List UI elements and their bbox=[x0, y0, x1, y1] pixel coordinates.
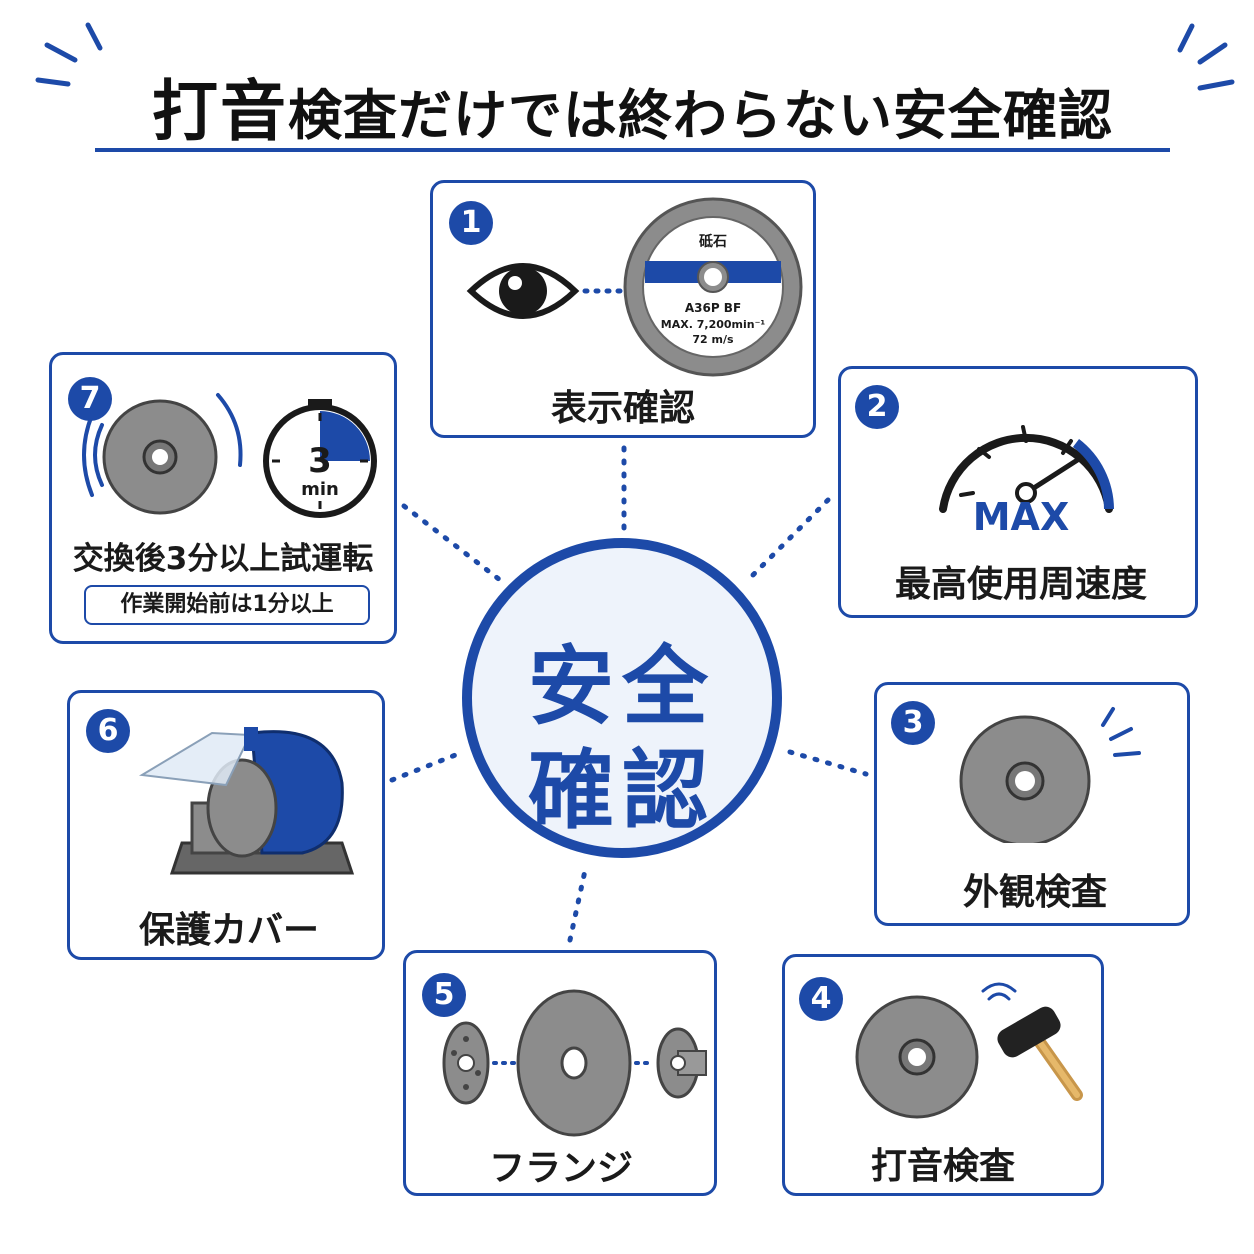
connector-2 bbox=[747, 497, 831, 581]
card-3-badge: 3 bbox=[891, 701, 935, 745]
card-5-badge: 5 bbox=[422, 973, 466, 1017]
card-7-test-run: 7 3 min 交換後3分以上試運転 作業開始前は1分以上 bbox=[49, 352, 397, 644]
connector-3 bbox=[787, 749, 869, 777]
wheel-spec-1: A36P BF bbox=[684, 301, 742, 315]
card-4-badge: 4 bbox=[799, 977, 843, 1021]
title-rays-icon bbox=[35, 22, 1235, 91]
card-1-label-check: 1 砥石 A36P BF MAX. 7,200min⁻¹ 72 m/s 表示確認 bbox=[430, 180, 816, 438]
card-7-sub-label: 作業開始前は1分以上 bbox=[84, 585, 370, 625]
connector-6 bbox=[389, 751, 461, 783]
card-5-label: フランジ bbox=[488, 1148, 633, 1189]
flange-icon bbox=[442, 989, 707, 1137]
center-line2: 確認 bbox=[528, 741, 716, 841]
wheel-spec-3: 72 m/s bbox=[692, 333, 734, 346]
tap-wheel-icon bbox=[855, 982, 1017, 1119]
card-5-flange: 5 フランジ bbox=[403, 950, 717, 1196]
card-1-label: 表示確認 bbox=[550, 388, 695, 429]
card-2-label: 最高使用周速度 bbox=[894, 564, 1147, 605]
card-4-tap-test: 4 打音検査 bbox=[782, 954, 1104, 1196]
card-6-badge: 6 bbox=[86, 709, 130, 753]
connector-4 bbox=[567, 863, 589, 943]
card-3-visual-inspection: 3 外観検査 bbox=[874, 682, 1190, 926]
wheel-spec-2: MAX. 7,200min⁻¹ bbox=[660, 318, 766, 331]
gauge-max-text: MAX bbox=[972, 495, 1070, 539]
card-1-badge: 1 bbox=[449, 201, 493, 245]
card-4-label: 打音検査 bbox=[870, 1146, 1015, 1187]
spinning-wheel-icon bbox=[82, 393, 243, 515]
hammer-icon bbox=[997, 1006, 1083, 1101]
wheel-label-top: 砥石 bbox=[699, 234, 727, 250]
card-7-label: 交換後3分以上試運転 bbox=[72, 541, 374, 577]
card-2-badge: 2 bbox=[855, 385, 899, 429]
page-title: 打音検査だけでは終わらない安全確認 bbox=[95, 58, 1170, 150]
title-part1: 打音 bbox=[152, 73, 288, 150]
timer-unit: min bbox=[301, 479, 339, 500]
grinding-wheel-icon bbox=[959, 707, 1141, 843]
labeled-wheel-icon bbox=[623, 197, 803, 377]
center-safety-circle: 安全 確認 bbox=[462, 538, 782, 858]
card-6-guard-cover: 6 保護カバー bbox=[67, 690, 385, 960]
title-underline bbox=[95, 148, 1170, 152]
gauge-icon bbox=[939, 425, 1114, 513]
card-7-badge: 7 bbox=[68, 377, 112, 421]
card-3-label: 外観検査 bbox=[962, 872, 1107, 913]
title-part2: 検査だけでは終わらない安全確認 bbox=[288, 84, 1113, 147]
bench-grinder-icon bbox=[138, 727, 355, 875]
connector-7 bbox=[401, 503, 503, 583]
center-line1: 安全 bbox=[528, 637, 716, 737]
card-6-label: 保護カバー bbox=[138, 910, 319, 951]
card-2-max-speed: 2 MAX 最高使用周速度 bbox=[838, 366, 1198, 618]
timer-value: 3 bbox=[308, 441, 332, 481]
timer-icon bbox=[263, 399, 377, 518]
